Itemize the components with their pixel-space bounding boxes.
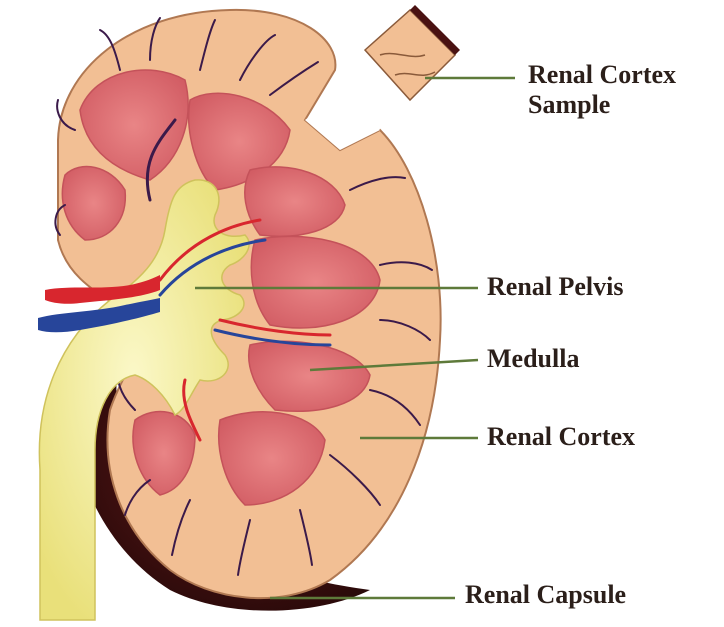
label-renal-cortex: Renal Cortex — [487, 422, 635, 452]
label-renal-cortex-sample: Renal Cortex Sample — [528, 60, 676, 120]
label-renal-capsule: Renal Capsule — [465, 580, 626, 610]
label-renal-cortex-sample-line2: Sample — [528, 90, 676, 120]
label-medulla: Medulla — [487, 344, 579, 374]
label-renal-pelvis: Renal Pelvis — [487, 272, 624, 302]
cortex-sample-cube — [365, 5, 460, 100]
label-renal-cortex-sample-line1: Renal Cortex — [528, 60, 676, 90]
